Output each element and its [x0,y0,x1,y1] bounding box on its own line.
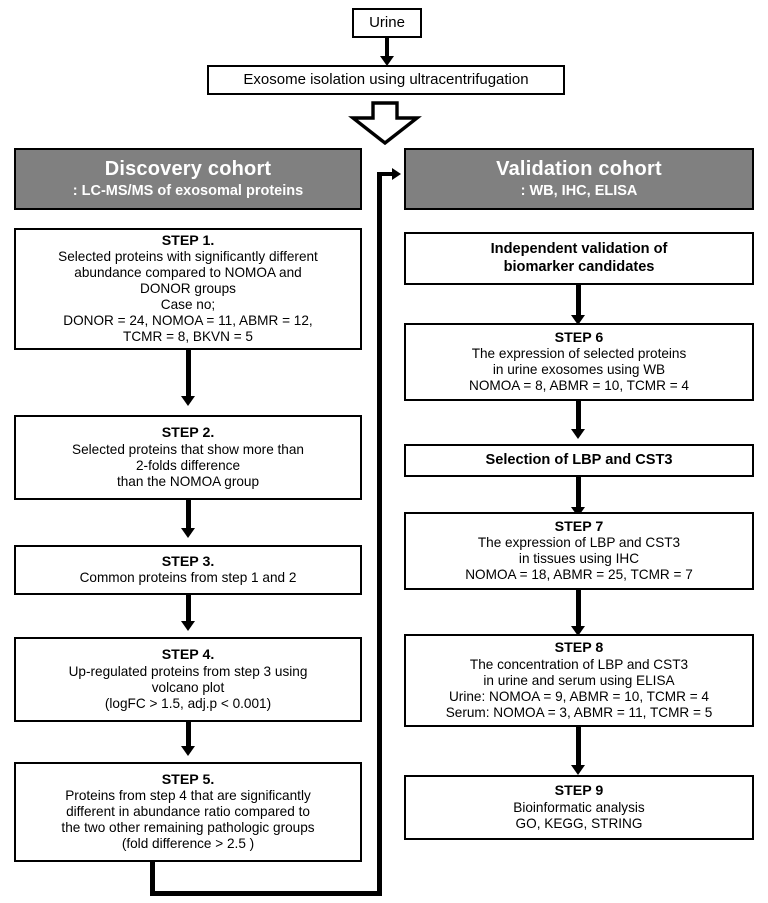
node-exosome-isolation: Exosome isolation using ultracentrifugat… [207,65,565,95]
step-4-line-1: Up-regulated proteins from step 3 using [68,663,308,679]
step-9-line-2: GO, KEGG, STRING [515,815,643,831]
step-1-heading: STEP 1. [161,232,215,249]
connector-step2-to-step3 [186,500,191,534]
step-6-line-3: NOMOA = 8, ABMR = 10, TCMR = 4 [469,378,689,394]
step-3-heading: STEP 3. [161,553,215,570]
step-7-line-2: in tissues using IHC [518,551,640,567]
step-8-heading: STEP 8 [554,640,604,657]
arrowhead-step1-to-step2 [181,396,195,406]
arrowhead-validation-to-step6 [571,315,585,325]
step-4-line-2: volcano plot [151,679,225,695]
step-6-line-2: in urine exosomes using WB [492,362,666,378]
arrowhead-into-validation-header [392,168,401,180]
step-7-line-1: The expression of LBP and CST3 [477,535,681,551]
header-discovery-cohort: Discovery cohort : LC-MS/MS of exosomal … [14,148,362,210]
connector-step5-right [150,891,382,896]
step-7-heading: STEP 7 [554,518,604,535]
step-1-line-3: DONOR groups [140,281,236,297]
block-arrow-down-icon [345,101,425,146]
node-step-5: STEP 5. Proteins from step 4 that are si… [14,762,362,862]
step-8-line-3: Urine: NOMOA = 9, ABMR = 10, TCMR = 4 [448,688,709,704]
header-validation-cohort: Validation cohort : WB, IHC, ELISA [404,148,754,210]
step-6-line-1: The expression of selected proteins [471,346,687,362]
step-3-line-1: Common proteins from step 1 and 2 [79,570,297,586]
step-2-line-3: than the NOMOA group [116,473,260,489]
validation-cohort-subtitle: : WB, IHC, ELISA [520,182,638,199]
discovery-cohort-subtitle: : LC-MS/MS of exosomal proteins [72,182,304,199]
node-step-2: STEP 2. Selected proteins that show more… [14,415,362,500]
step-5-line-1: Proteins from step 4 that are significan… [65,788,311,804]
node-step-3: STEP 3. Common proteins from step 1 and … [14,545,362,595]
arrowhead-urine-to-isolation [380,56,394,66]
connector-step5-down [150,862,155,896]
node-exosome-isolation-label: Exosome isolation using ultracentrifugat… [243,71,529,89]
connector-step1-to-step2 [186,350,191,402]
arrowhead-step2-to-step3 [181,528,195,538]
step-6-heading: STEP 6 [554,329,604,346]
step-5-line-3: the two other remaining pathologic group… [61,820,315,836]
connector-step6-to-selection [576,401,581,435]
step-9-line-1: Bioinformatic analysis [513,799,645,815]
node-step-9: STEP 9 Bioinformatic analysis GO, KEGG, … [404,775,754,840]
step-4-heading: STEP 4. [161,647,215,664]
node-step-1: STEP 1. Selected proteins with significa… [14,228,362,350]
step-8-line-2: in urine and serum using ELISA [483,672,675,688]
independent-validation-line-1: Independent validation of [490,241,668,258]
independent-validation-line-2: biomarker candidates [503,258,655,275]
node-step-6: STEP 6 The expression of selected protei… [404,323,754,401]
arrowhead-step3-to-step4 [181,621,195,631]
arrowhead-step4-to-step5 [181,746,195,756]
connector-step4-to-step5 [186,722,191,752]
connector-step7-to-step8 [576,590,581,632]
node-urine: Urine [352,8,422,38]
arrowhead-step6-to-selection [571,429,585,439]
step-5-line-4: (fold difference > 2.5 ) [121,836,255,852]
step-2-line-1: Selected proteins that show more than [72,441,304,457]
node-selection-lbp-cst3: Selection of LBP and CST3 [404,444,754,477]
discovery-cohort-title: Discovery cohort [104,158,272,181]
step-5-line-2: different in abundance ratio compared to [66,804,310,820]
connector-up-to-validation [377,172,382,896]
connector-selection-to-step7 [576,477,581,513]
connector-validation-to-step6 [576,285,581,321]
step-5-heading: STEP 5. [161,771,215,788]
step-1-line-4: Case no; [160,297,216,313]
arrowhead-step8-to-step9 [571,765,585,775]
node-step-4: STEP 4. Up-regulated proteins from step … [14,637,362,722]
step-2-heading: STEP 2. [161,425,215,442]
step-4-line-3: (logFC > 1.5, adj.p < 0.001) [104,695,272,711]
step-1-line-5: DONOR = 24, NOMOA = 11, ABMR = 12, [63,313,313,329]
step-1-line-1: Selected proteins with significantly dif… [58,249,318,265]
node-step-8: STEP 8 The concentration of LBP and CST3… [404,634,754,727]
node-step-7: STEP 7 The expression of LBP and CST3 in… [404,512,754,590]
connector-step8-to-step9 [576,727,581,771]
connector-into-validation-header [377,172,397,176]
connector-step3-to-step4 [186,595,191,627]
step-1-line-6: TCMR = 8, BKVN = 5 [123,329,253,345]
validation-cohort-title: Validation cohort [496,158,662,181]
step-8-line-4: Serum: NOMOA = 3, ABMR = 11, TCMR = 5 [445,704,713,720]
node-independent-validation: Independent validation of biomarker cand… [404,232,754,285]
step-1-line-2: abundance compared to NOMOA and [74,265,302,281]
selection-lbp-cst3-label: Selection of LBP and CST3 [485,451,673,468]
arrowhead-step7-to-step8 [571,626,585,636]
step-2-line-2: 2-folds difference [135,457,241,473]
node-urine-label: Urine [369,14,405,32]
step-7-line-3: NOMOA = 18, ABMR = 25, TCMR = 7 [465,567,693,583]
connector-urine-to-isolation [385,38,389,61]
step-8-line-1: The concentration of LBP and CST3 [469,656,689,672]
step-9-heading: STEP 9 [554,783,604,800]
